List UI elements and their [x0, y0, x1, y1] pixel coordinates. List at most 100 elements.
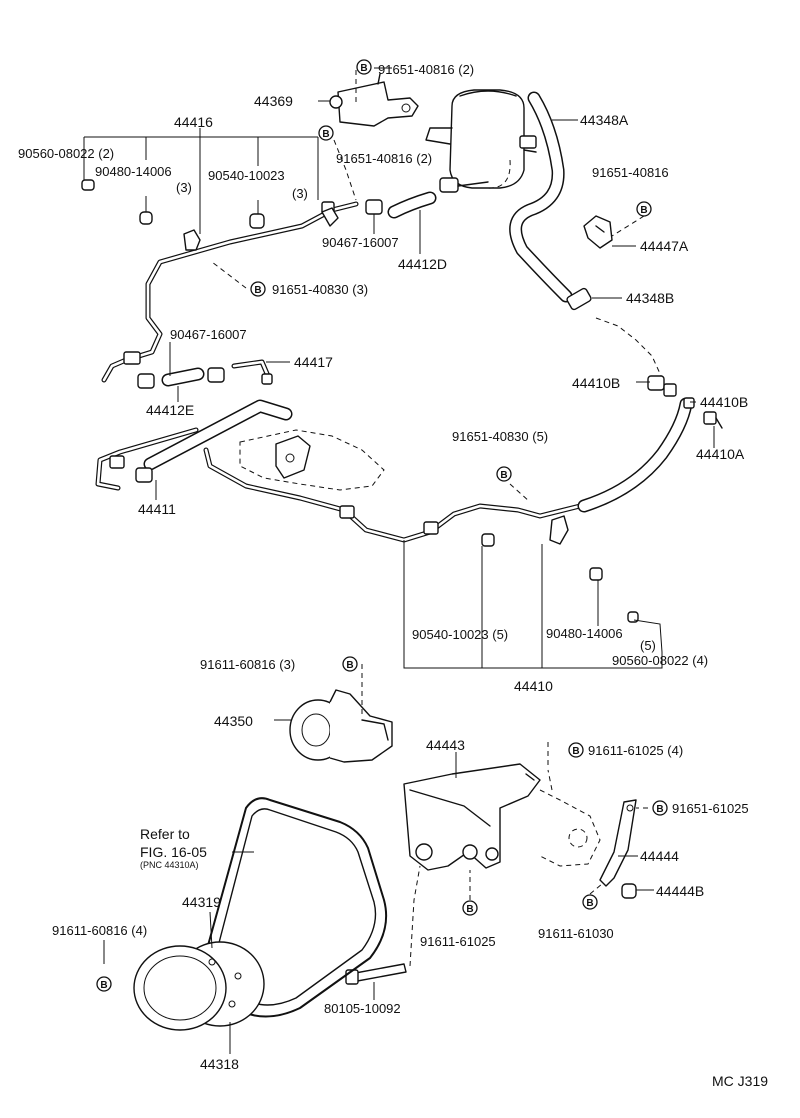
clip-44410[interactable] [481, 515, 639, 623]
bolt-marker-11: B [96, 976, 112, 992]
label-90467-16007-top: 90467-16007 [322, 235, 399, 250]
label-90480-14006: 90480-14006 [95, 164, 172, 179]
pulley-44318[interactable] [133, 941, 265, 1031]
label-80105-10092: 80105-10092 [324, 1001, 401, 1016]
svg-text:B: B [466, 904, 473, 915]
label-91651-61025: 91651-61025 [672, 801, 749, 816]
hose-44412d[interactable] [387, 191, 437, 219]
tube-44417[interactable] [231, 359, 273, 385]
label-44412d: 44412D [398, 256, 447, 272]
diagram-code: MC J319 [712, 1073, 768, 1089]
label-44447a: 44447A [640, 238, 689, 254]
tube-44416[interactable] [101, 201, 359, 383]
label-44350: 44350 [214, 713, 253, 729]
label-44348b: 44348B [626, 290, 674, 306]
label-44410: 44410 [514, 678, 553, 694]
union-44410b[interactable] [647, 375, 695, 409]
oil-pump-44350[interactable] [289, 689, 393, 763]
bracket-44369[interactable] [329, 73, 419, 127]
clamp-90467-16007-top[interactable] [365, 199, 383, 215]
svg-text:B: B [640, 205, 647, 216]
label-91651-40816-2-top: 91651-40816 (2) [378, 62, 474, 77]
bolt-marker-2: B [318, 125, 334, 141]
label-pnc-44310a: (PNC 44310A) [140, 860, 199, 870]
reservoir-tank[interactable] [425, 89, 537, 189]
bracket-44443[interactable] [403, 763, 541, 871]
label-90560-08022-2: 90560-08022 (2) [18, 146, 114, 161]
label-refer-to: Refer to [140, 826, 190, 842]
label-90540-10023: 90540-10023 [208, 168, 285, 183]
label-44412e: 44412E [146, 402, 194, 418]
label-44319: 44319 [182, 894, 221, 910]
svg-text:B: B [100, 980, 107, 991]
label-91651-40830-3: 91651-40830 (3) [272, 282, 368, 297]
label-91611-61025-4: 91611-61025 (4) [588, 743, 683, 758]
clamp-44447a[interactable] [583, 215, 613, 249]
label-91651-40816-right: 91651-40816 [592, 165, 669, 180]
spacer-44444b[interactable] [621, 883, 637, 899]
pressure-line-44410[interactable] [203, 397, 693, 543]
bolt-marker-10: B [582, 894, 598, 910]
label-44348a: 44348A [580, 112, 629, 128]
label-44410b-right: 44410B [700, 394, 748, 410]
v-belt-44319[interactable] [203, 797, 388, 1018]
label-44444b: 44444B [656, 883, 704, 899]
svg-text:B: B [586, 898, 593, 909]
label-90480-14006-qty: (3) [176, 180, 192, 195]
label-91611-60816-3: 91611-60816 (3) [200, 657, 295, 672]
label-44411: 44411 [138, 501, 176, 517]
label-90480-14006-5: 90480-14006 [546, 626, 623, 641]
clamp-reservoir[interactable] [439, 177, 489, 193]
label-44369: 44369 [254, 93, 293, 109]
label-90540-10023-5: 90540-10023 (5) [412, 627, 508, 642]
grommet-90480-14006[interactable] [139, 211, 153, 225]
clamp-90467-16007-left[interactable] [137, 367, 225, 389]
svg-text:B: B [656, 804, 663, 815]
gear-valve-body [275, 435, 311, 479]
label-44417: 44417 [294, 354, 333, 370]
label-91611-61025-bottom: 91611-61025 [420, 934, 496, 949]
label-44416: 44416 [174, 114, 213, 130]
bolt-marker-6: B [342, 656, 358, 672]
svg-text:B: B [572, 746, 579, 757]
label-44443: 44443 [426, 737, 465, 753]
svg-text:B: B [500, 470, 507, 481]
bolt-marker-9: B [462, 900, 478, 916]
label-90560-08022-4: 90560-08022 (4) [612, 653, 708, 668]
hose-44412e[interactable] [161, 367, 205, 387]
clip-44416-b[interactable] [321, 207, 339, 227]
label-44318: 44318 [200, 1056, 239, 1072]
label-91651-40816-2-mid: 91651-40816 (2) [336, 151, 432, 166]
label-fig-16-05: FIG. 16-05 [140, 844, 207, 860]
bolt-marker-5: B [496, 466, 512, 482]
clamp-44348b[interactable] [566, 287, 592, 311]
leader-lines [83, 67, 715, 1054]
label-90540-10023-qty: (3) [292, 186, 308, 201]
svg-text:B: B [322, 129, 329, 140]
svg-text:B: B [254, 285, 261, 296]
bolt-marker-8: B [652, 800, 668, 816]
label-91651-40830-5: 91651-40830 (5) [452, 429, 548, 444]
label-90480-14006-5-qty: (5) [640, 638, 656, 653]
bolt-80105-10092[interactable] [345, 963, 407, 985]
cushion-90560-08022[interactable] [81, 179, 95, 191]
label-90467-16007-left: 90467-16007 [170, 327, 247, 342]
bolt-44410a[interactable] [703, 411, 723, 429]
label-44410b-left: 44410B [572, 375, 620, 391]
label-91611-60816-4: 91611-60816 (4) [52, 923, 147, 938]
label-44410a: 44410A [696, 446, 745, 462]
rack-tube-44411[interactable] [95, 399, 293, 491]
label-91611-61030: 91611-61030 [538, 926, 614, 941]
clip-44416-a[interactable] [183, 229, 201, 251]
label-44444: 44444 [640, 848, 679, 864]
svg-text:B: B [346, 660, 353, 671]
bolt-marker-3: B [636, 201, 652, 217]
hose-44348a[interactable] [509, 91, 573, 303]
bolt-marker-4: B [250, 281, 266, 297]
adjust-bar-44444[interactable] [599, 799, 637, 887]
gear-housing-outline [239, 317, 663, 867]
grommet-90540-10023[interactable] [249, 213, 265, 229]
bolt-marker-7: B [568, 742, 584, 758]
